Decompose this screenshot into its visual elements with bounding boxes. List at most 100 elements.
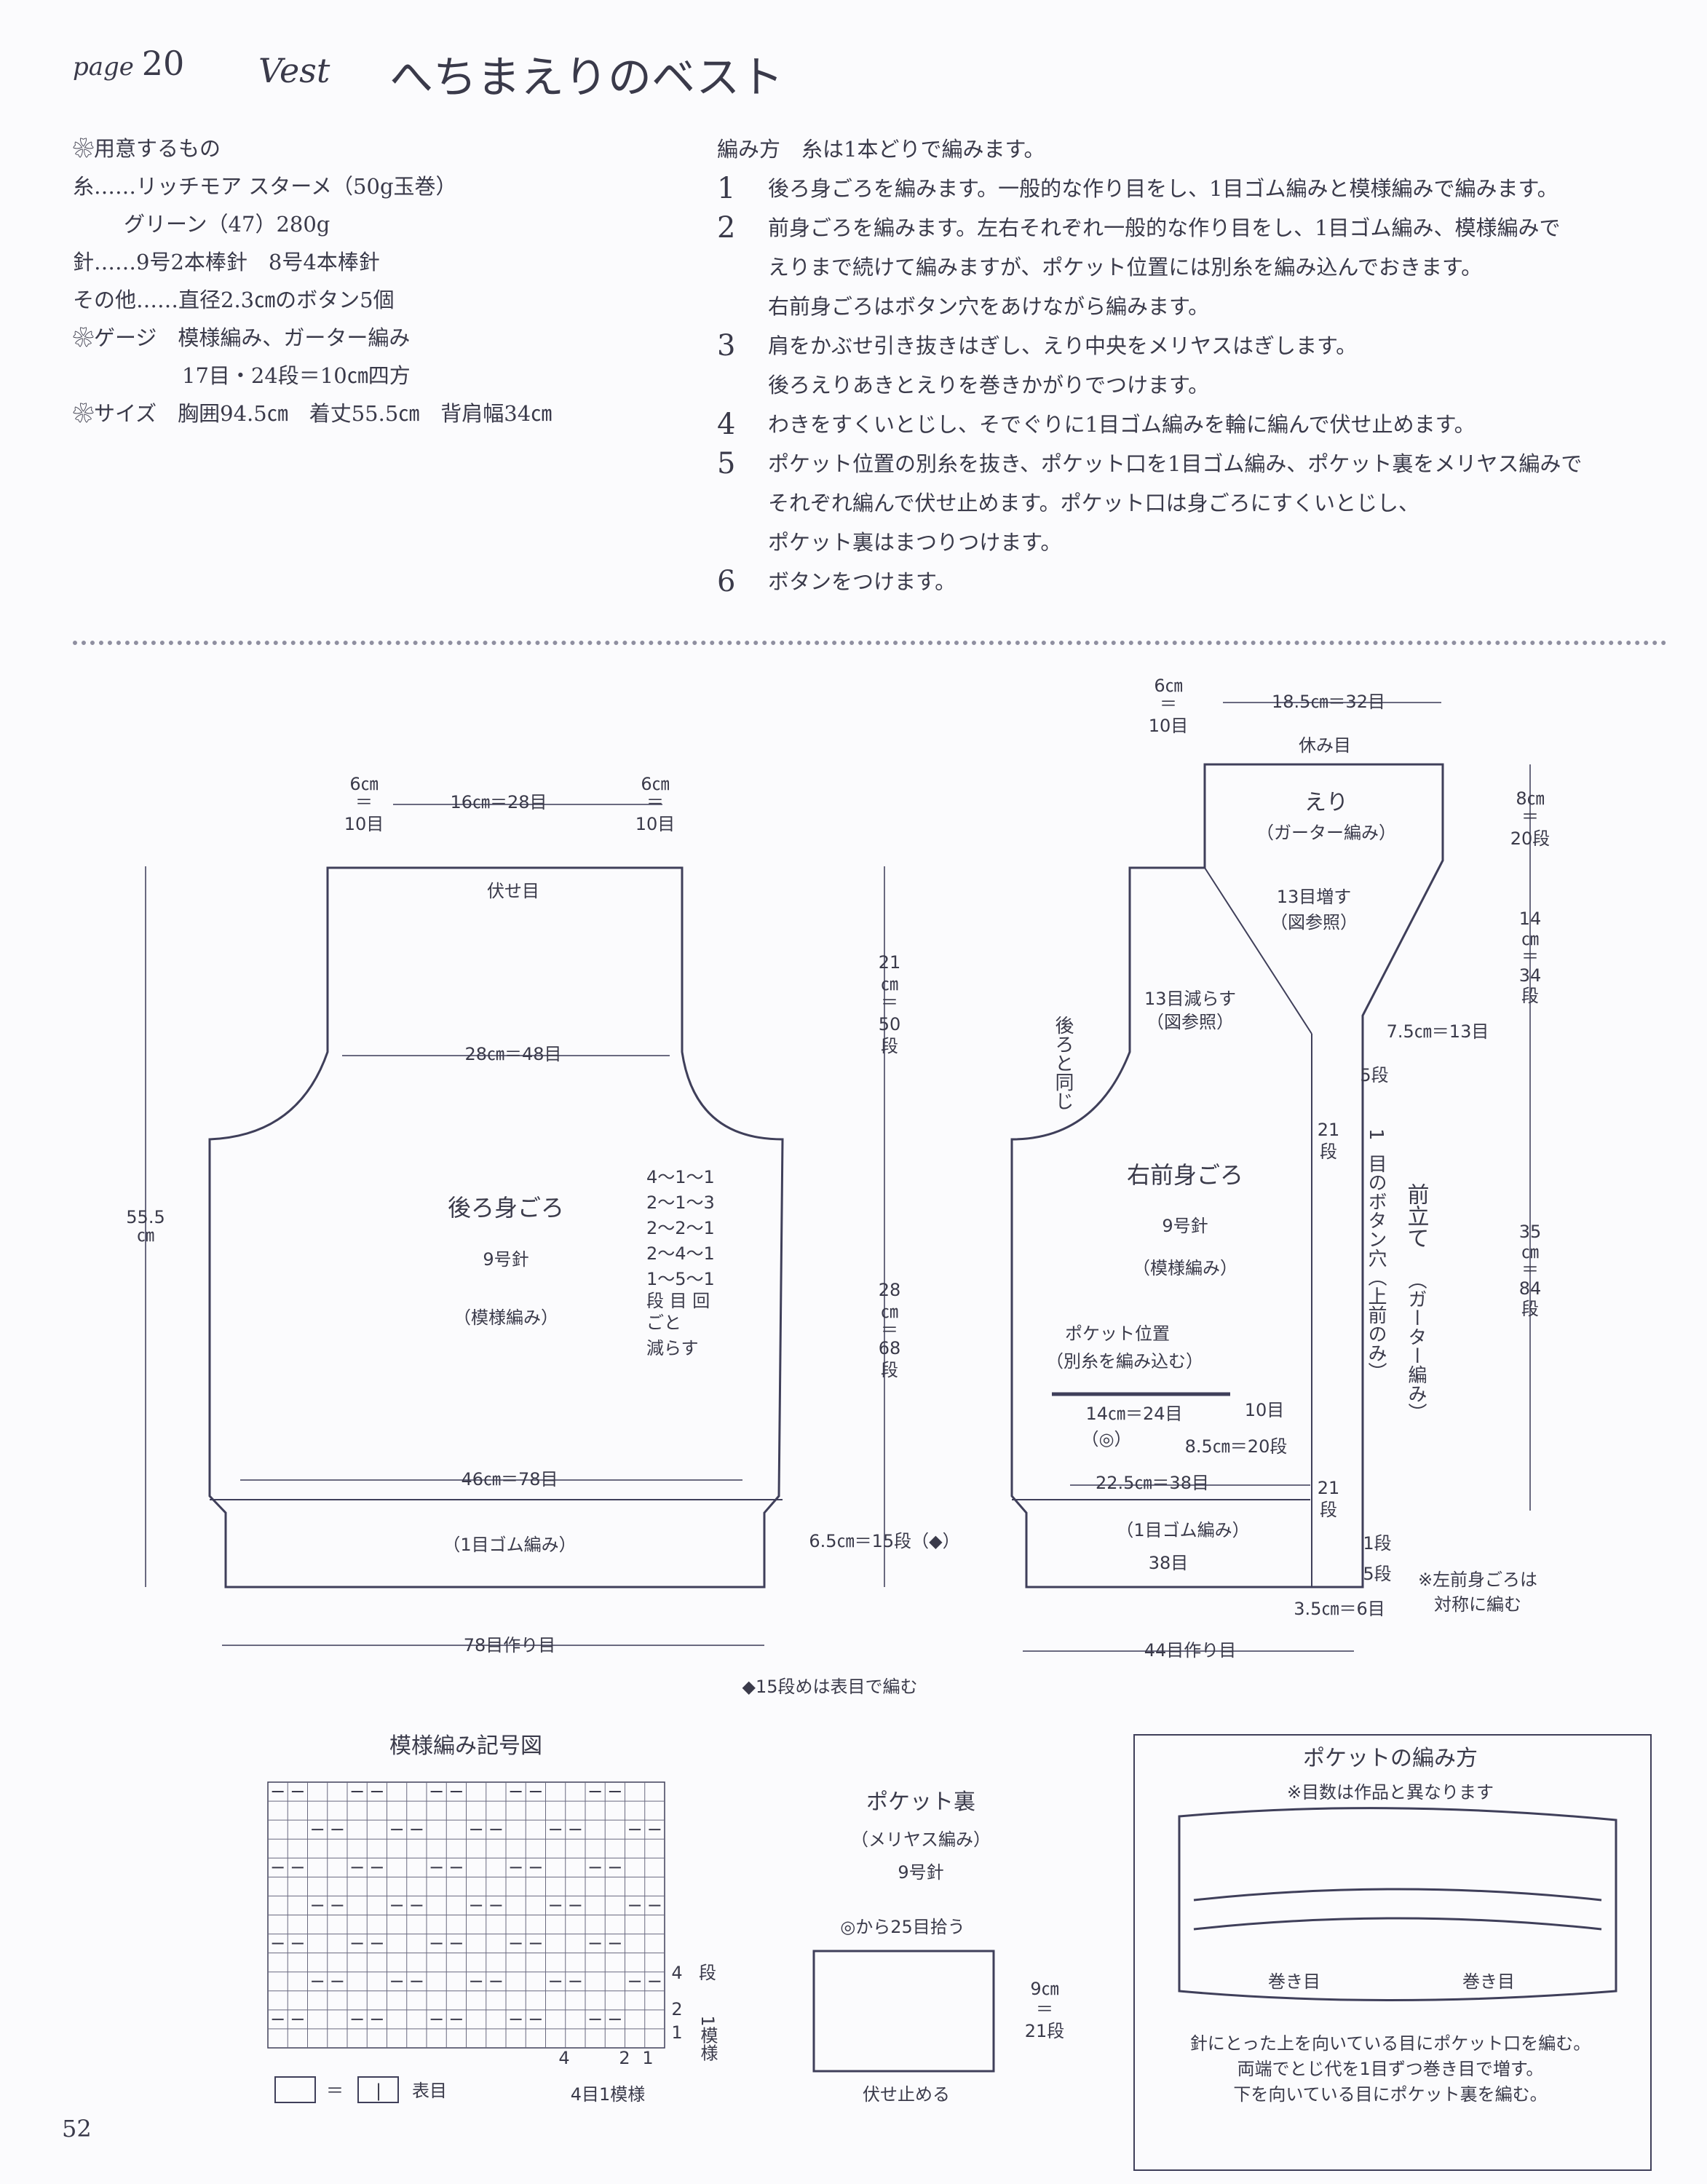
pocket-back-pattern: （メリヤス編み） xyxy=(851,1829,991,1850)
howto-title: ポケットの編み方 xyxy=(1303,1746,1478,1771)
step-number: 4 xyxy=(717,408,736,441)
step-line: 肩をかぶせ引き抜きはぎし、えり中央をメリヤスはぎします。 xyxy=(768,333,1358,358)
label-back-h21-2: ＝ xyxy=(881,992,898,1013)
label-front-r21a-0: 21 xyxy=(1318,1120,1340,1140)
front-circ: （◎） xyxy=(1082,1429,1132,1449)
back-width-28: 28㎝＝48目 xyxy=(464,1044,561,1064)
front-same-as-back: 後ろと同じ xyxy=(1052,1016,1074,1110)
label-chart-col1: 1 xyxy=(642,2048,653,2068)
label-pocket_back-h9-2: 21段 xyxy=(1025,2021,1065,2041)
back-name: 後ろ身ごろ xyxy=(448,1194,564,1222)
front-w225: 22.5㎝＝38目 xyxy=(1096,1473,1209,1493)
front-st10b: 10目 xyxy=(1245,1400,1285,1420)
back-dec-6: 段 目 回 xyxy=(646,1291,710,1311)
label-front-h14-0: 14 xyxy=(1519,909,1542,929)
step-line: それぞれ編んで伏せ止めます。ポケット口は身ごろにすくいとじし、 xyxy=(768,491,1419,515)
front-rest: 休み目 xyxy=(1299,735,1351,756)
instruction-step: 4 わきをすくいとじし、そでぐりに1目ゴム編みを輪に編んで伏せ止めます。 xyxy=(717,405,1582,444)
label-front-h35-4: 段 xyxy=(1521,1299,1539,1319)
front-body-outline xyxy=(1010,763,1444,1588)
label-front-r21b-0: 21 xyxy=(1318,1478,1340,1498)
back-body-outline xyxy=(208,866,784,1588)
howto-line-1: 針にとった上を向いている目にポケット口を編む。 xyxy=(1190,2033,1591,2054)
pocket-back-pickup: ◎から25目拾う xyxy=(840,1917,965,1937)
pocket-back-bind: 伏せ止める xyxy=(863,2084,950,2105)
page-label: page 20 xyxy=(73,44,184,83)
label-chart-col2: 2 xyxy=(619,2048,630,2068)
legend-symbol: | xyxy=(376,2081,381,2101)
back-st10b: 10目 xyxy=(635,814,676,834)
step-line: ボタンをつけます。 xyxy=(768,569,957,594)
howto-line-2: 両端でとじ代を1目ずつ巻き目で増す。 xyxy=(1237,2059,1544,2079)
front-w35: 3.5㎝＝6目 xyxy=(1294,1599,1385,1619)
step-number: 2 xyxy=(717,211,736,245)
front-top-width: 18.5㎝＝32目 xyxy=(1272,692,1385,712)
back-height-a: 55.5 xyxy=(126,1207,165,1227)
front-cm6: 6㎝ xyxy=(1154,676,1182,696)
label-chart-row1: 1 xyxy=(671,2022,682,2043)
front-w75: 7.5㎝＝13目 xyxy=(1387,1021,1489,1042)
front-name: 右前身ごろ xyxy=(1127,1161,1243,1189)
front-r5b: 5段 xyxy=(1363,1564,1391,1584)
back-dec-2: 2〜1〜3 xyxy=(646,1192,715,1213)
label-chart-row2: 2 xyxy=(671,1999,682,2019)
front-buttonhole-2: 目のボタン穴（上前のみ） xyxy=(1365,1154,1387,1381)
back-top-width: 16㎝＝28目 xyxy=(450,792,547,812)
label-front-r21b-1: 段 xyxy=(1320,1500,1337,1520)
label-front-h35-1: ㎝ xyxy=(1521,1242,1539,1262)
note-15-rows: ◆15段めは表目で編む xyxy=(742,1677,918,1697)
label-front-h35-2: ＝ xyxy=(1521,1259,1539,1280)
step-line: えりまで続けて編みますが、ポケット位置には別糸を編み込んでおきます。 xyxy=(768,255,1483,280)
gauge-heading: ❀ゲージ 模様編み、ガーター編み xyxy=(73,325,411,350)
materials-yarn-color: グリーン（47）280g xyxy=(124,212,330,237)
step-line: 後ろ身ごろを編みます。一般的な作り目をし、1目ゴム編みと模様編みで編みます。 xyxy=(768,176,1559,201)
howto-line-3: 下を向いている目にポケット裏を編む。 xyxy=(1233,2084,1547,2105)
label-back-h21-3: 50 xyxy=(879,1014,901,1034)
front-band: 前立て xyxy=(1403,1183,1429,1249)
legend-eq: ＝ xyxy=(326,2081,344,2101)
front-rib: （1目ゴム編み） xyxy=(1116,1520,1249,1540)
label-chart-row4b: 段 xyxy=(699,1963,716,1983)
step-line: わきをすくいとじし、そでぐりに1目ゴム編みを輪に編んで伏せ止めます。 xyxy=(768,412,1476,437)
step-number: 1 xyxy=(717,172,736,205)
front-pattern: （模様編み） xyxy=(1133,1258,1237,1278)
back-needle: 9号針 xyxy=(483,1249,528,1270)
instructions-heading: 編み方 糸は1本どりで編みます。 xyxy=(717,137,1045,162)
label-front-h14-3: 34 xyxy=(1519,965,1542,986)
front-needle: 9号針 xyxy=(1162,1216,1208,1236)
back-dec-4: 2〜4〜1 xyxy=(646,1243,715,1264)
dotted-divider xyxy=(73,641,1667,645)
front-buttonhole-1: 1 xyxy=(1365,1128,1387,1141)
label-back-h28-2: ＝ xyxy=(881,1320,898,1340)
front-pocket-pos2: （別糸を編み込む） xyxy=(1046,1351,1203,1372)
step-line: 右前身ごろはボタン穴をあけながら編みます。 xyxy=(768,294,1210,319)
step-line: ポケット裏はまつりつけます。 xyxy=(768,530,1062,555)
pocket-back-needle: 9号針 xyxy=(898,1862,943,1883)
label-front-h14-1: ㎝ xyxy=(1521,929,1539,949)
label-back-h21-4: 段 xyxy=(881,1036,898,1056)
front-dec13: 13目減らす xyxy=(1144,989,1236,1009)
materials-heading: ❀用意するもの xyxy=(73,136,221,161)
label-back-eq: ＝ xyxy=(355,792,373,812)
back-height-b: ㎝ xyxy=(137,1225,154,1246)
label-chart-row4: 4 xyxy=(671,1963,682,1983)
howto-note: ※目数は作品と異なります xyxy=(1287,1782,1494,1803)
back-cast-on: 78目作り目 xyxy=(464,1635,556,1655)
label-front-h35-3: 84 xyxy=(1519,1278,1542,1299)
materials: ❀用意するもの 糸……リッチモア スターメ（50g玉巻） グリーン（47）280… xyxy=(73,130,552,432)
vest-label: Vest xyxy=(258,51,330,90)
chart-repeat: 4目1模様 xyxy=(571,2084,646,2105)
howto-wind-1: 巻き目 xyxy=(1268,1971,1320,1992)
materials-yarn: 糸……リッチモア スターメ（50g玉巻） xyxy=(73,174,457,199)
label-front-h8-2: 20段 xyxy=(1510,828,1550,849)
label-back-h21-1: ㎝ xyxy=(881,974,898,994)
back-dec-1: 4〜1〜1 xyxy=(646,1167,715,1187)
size: ❀サイズ 胸囲94.5㎝ 着丈55.5㎝ 背肩幅34㎝ xyxy=(73,401,553,426)
back-dec-8: 減らす xyxy=(646,1338,699,1358)
label-header-page_label: page xyxy=(73,52,134,82)
step-number: 3 xyxy=(717,329,736,363)
gauge-value: 17目・24段＝10㎝四方 xyxy=(182,363,411,388)
front-w14: 14㎝＝24目 xyxy=(1085,1404,1182,1424)
step-line: 後ろえりあきとえりを巻きかがりでつけます。 xyxy=(768,373,1210,397)
